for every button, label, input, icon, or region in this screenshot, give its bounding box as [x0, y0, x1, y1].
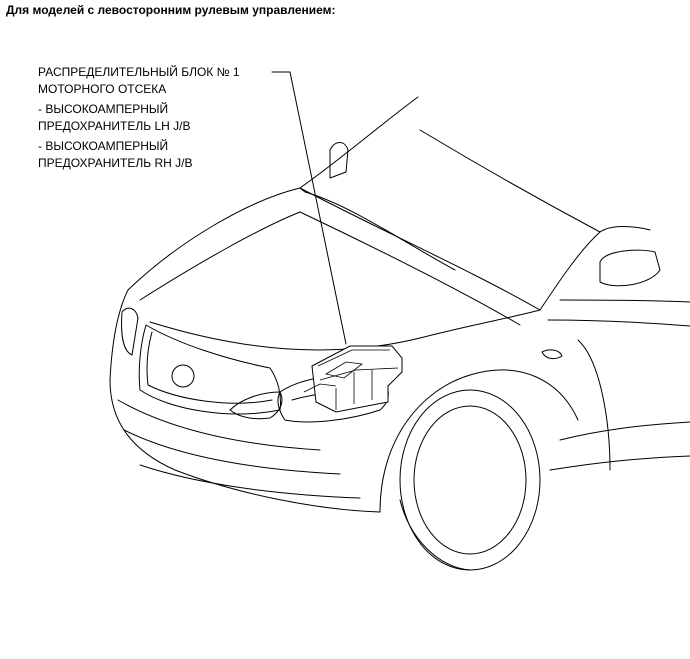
windshield — [299, 96, 601, 271]
callout-line-1: РАСПРЕДЕЛИТЕЛЬНЫЙ БЛОК № 1 — [38, 65, 240, 79]
front-wheel — [379, 369, 579, 571]
callout-line-2: МОТОРНОГО ОТСЕКА — [38, 82, 167, 96]
callout-item-rh-line-2: ПРЕДОХРАНИТЕЛЬ RH J/B — [38, 156, 193, 170]
hood — [127, 187, 541, 351]
leader-line — [271, 71, 347, 345]
callout-main-label: РАСПРЕДЕЛИТЕЛЬНЫЙ БЛОК № 1 МОТОРНОГО ОТС… — [38, 64, 240, 98]
engine-room-junction-block — [303, 345, 403, 413]
callout-item-rh: - ВЫСОКОАМПЕРНЫЙ ПРЕДОХРАНИТЕЛЬ RH J/B — [38, 138, 192, 172]
callout-item-lh: - ВЫСОКОАМПЕРНЫЙ ПРЕДОХРАНИТЕЛЬ LH J/B — [38, 101, 190, 135]
side-body — [539, 226, 690, 471]
callout-item-lh-line-1: - ВЫСОКОАМПЕРНЫЙ — [38, 102, 169, 116]
callout-item-lh-line-2: ПРЕДОХРАНИТЕЛЬ LH J/B — [38, 119, 191, 133]
page-heading: Для моделей с левосторонним рулевым упра… — [6, 3, 336, 17]
callout-item-rh-line-1: - ВЫСОКОАМПЕРНЫЙ — [38, 139, 169, 153]
